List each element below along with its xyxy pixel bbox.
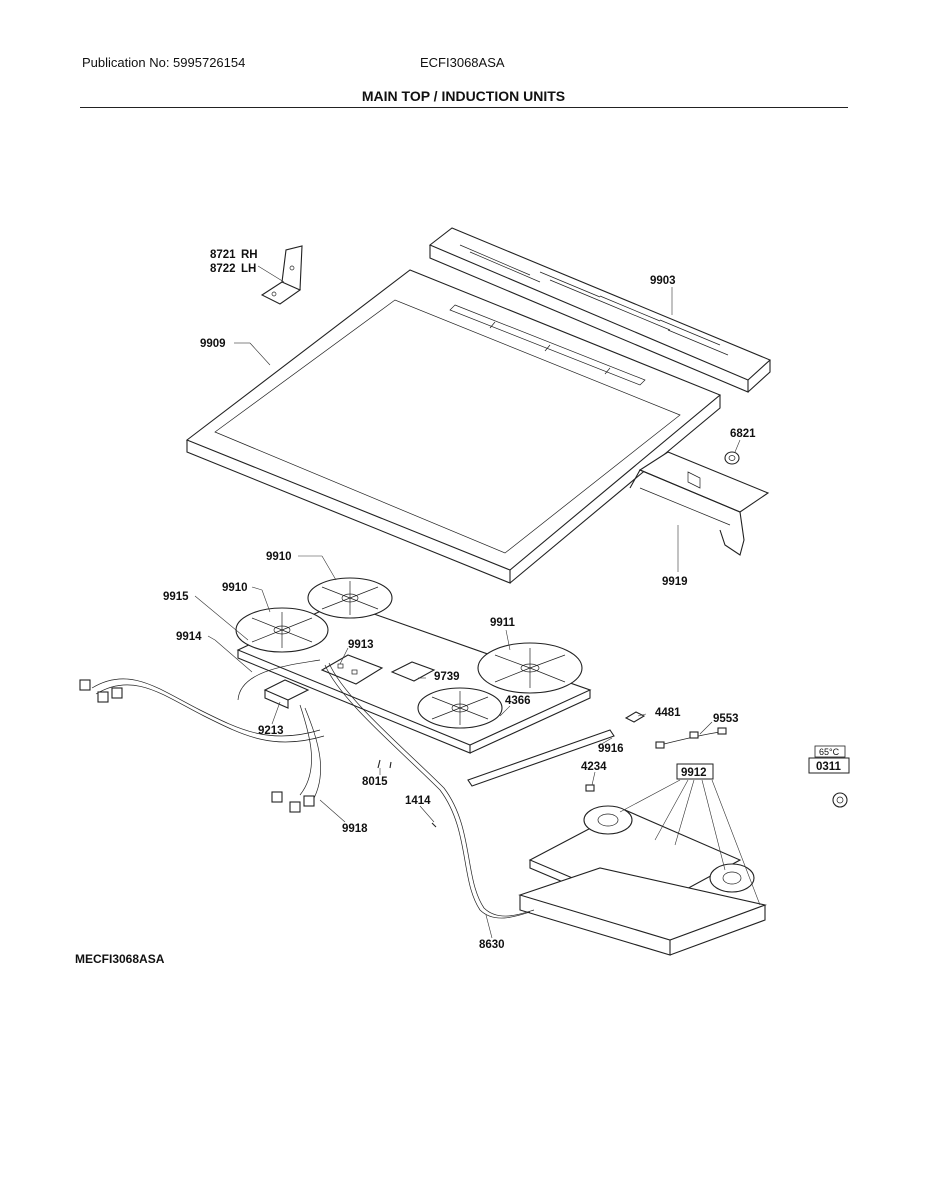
callout-9912-box: [676, 763, 714, 780]
callout-4481[interactable]: 4481: [655, 707, 681, 719]
induction-coil-rear-left[interactable]: [307, 577, 393, 619]
glass-cooktop-part[interactable]: [185, 269, 722, 584]
label-part[interactable]: [390, 661, 436, 682]
callout-6821[interactable]: 6821: [730, 428, 756, 440]
callout-9911[interactable]: 9911: [490, 617, 516, 629]
wire-harness-part[interactable]: [79, 659, 325, 813]
side-bracket-part[interactable]: [260, 245, 303, 305]
sensor-harness-part[interactable]: [655, 727, 727, 749]
callout-9739[interactable]: 9739: [434, 671, 460, 683]
callout-9910-front[interactable]: 9910: [222, 582, 248, 594]
page-title: MAIN TOP / INDUCTION UNITS: [361, 88, 566, 104]
diagram-code: MECFI3068ASA: [75, 952, 165, 966]
connector-part[interactable]: [585, 784, 595, 792]
support-rod-part[interactable]: [467, 729, 615, 787]
callout-9213[interactable]: 9213: [258, 725, 284, 737]
sensor-block-part[interactable]: [263, 679, 310, 709]
terminal-block-part[interactable]: [624, 711, 646, 723]
temp-rating: 65°C: [819, 747, 840, 757]
callout-8721-side: RH: [241, 249, 258, 261]
induction-coil-center[interactable]: [417, 687, 503, 729]
control-board-part[interactable]: [320, 654, 384, 685]
callout-8721[interactable]: 8721: [210, 249, 236, 261]
support-rail-part[interactable]: [629, 451, 770, 556]
callout-8722-side: LH: [241, 263, 256, 275]
publication-number: Publication No: 5995726154: [82, 55, 246, 70]
callout-9918[interactable]: 9918: [342, 823, 368, 835]
callout-9916[interactable]: 9916: [598, 743, 624, 755]
clip-part[interactable]: [377, 759, 392, 769]
callout-9912[interactable]: 9912: [681, 767, 707, 779]
callout-0311[interactable]: 0311: [816, 761, 842, 773]
callout-8630[interactable]: 8630: [479, 939, 505, 951]
callout-9903[interactable]: 9903: [650, 275, 676, 287]
long-wire-part[interactable]: [324, 662, 535, 919]
induction-coil-right[interactable]: [477, 642, 583, 694]
header-divider: [80, 107, 848, 108]
spacer-part[interactable]: [724, 451, 740, 465]
callout-leaders: [194, 265, 761, 939]
callout-9913[interactable]: 9913: [348, 639, 374, 651]
induction-coil-front-left[interactable]: [235, 607, 329, 653]
callout-4234[interactable]: 4234: [581, 761, 607, 773]
callout-9915[interactable]: 9915: [163, 591, 189, 603]
model-number: ECFI3068ASA: [420, 55, 505, 70]
callout-9910-rear[interactable]: 9910: [266, 551, 292, 563]
callout-4366[interactable]: 4366: [505, 695, 531, 707]
callout-9914[interactable]: 9914: [176, 631, 202, 643]
thermostat-part[interactable]: [832, 792, 848, 808]
generator-assembly-part[interactable]: [518, 805, 767, 956]
callout-8722[interactable]: 8722: [210, 263, 236, 275]
callout-1414[interactable]: 1414: [405, 795, 431, 807]
callout-9919[interactable]: 9919: [662, 576, 688, 588]
screw-part[interactable]: [431, 822, 437, 828]
callout-9909[interactable]: 9909: [200, 338, 226, 350]
temp-rating-box: [814, 745, 846, 758]
callout-0311-box: [808, 757, 850, 774]
callout-9553[interactable]: 9553: [713, 713, 739, 725]
back-trim-part[interactable]: [428, 227, 772, 393]
callout-8015[interactable]: 8015: [362, 776, 388, 788]
